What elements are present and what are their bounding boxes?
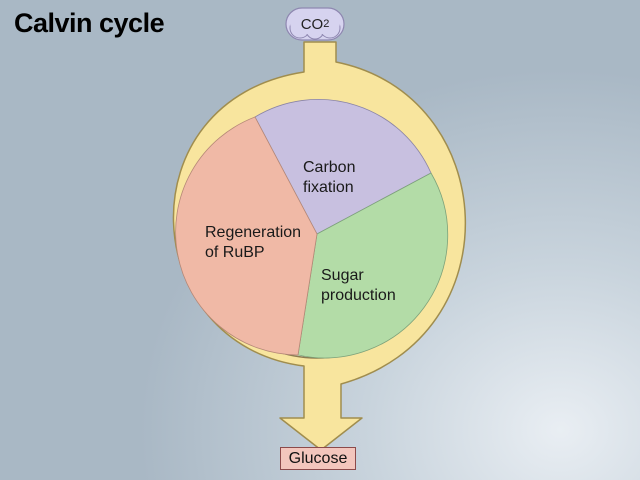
diagram-title: Calvin cycle xyxy=(14,8,165,38)
co2-bubble xyxy=(285,7,345,41)
stage-label-line: fixation xyxy=(303,179,354,196)
stage-label-line: of RuBP xyxy=(205,244,265,261)
stage-label-regeneration: Regeneration of RuBP xyxy=(205,223,301,263)
stage-label-sugar-production: Sugar production xyxy=(321,266,396,306)
sector-sugar-production xyxy=(297,172,449,359)
stage-label-line: Carbon xyxy=(303,159,356,176)
co2-text: CO xyxy=(300,15,324,33)
stage-label-carbon-fixation: Carbon fixation xyxy=(303,158,355,198)
stage-label-line: production xyxy=(321,287,396,304)
stage-label-line: Sugar xyxy=(321,267,364,284)
co2-subscript: 2 xyxy=(323,18,330,30)
sector-carbon-fixation xyxy=(254,99,432,235)
glucose-output-box: Glucose xyxy=(280,447,356,470)
sector-regeneration-of-rubp xyxy=(175,116,318,356)
stage-label-line: Regeneration xyxy=(205,224,302,241)
